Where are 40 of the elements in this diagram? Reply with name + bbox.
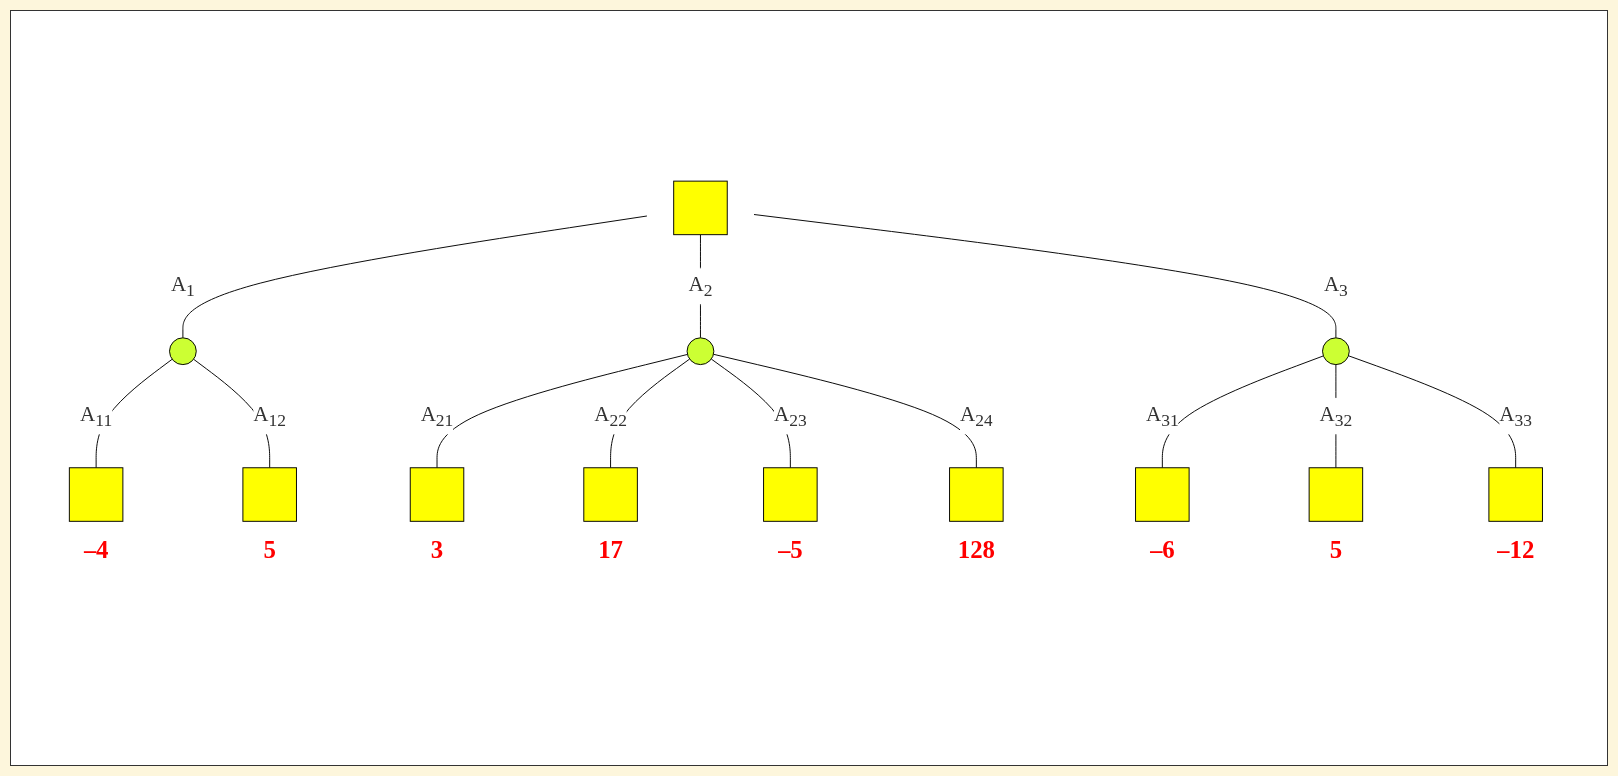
node-box (242, 467, 297, 522)
edge-label: A$_{32}$ (1319, 401, 1353, 430)
node-box (1135, 467, 1190, 522)
edge-label: A$_{2}$ (688, 271, 713, 300)
node-circle (686, 337, 715, 365)
connector (753, 213, 1337, 339)
node-label: –4 (83, 535, 109, 564)
edge-label: A$_{22}$ (594, 401, 627, 430)
edge-label: A$_{1}$ (170, 271, 195, 300)
connector (436, 353, 688, 468)
edge-label: A$_{31}$ (1145, 401, 1179, 430)
edge-label: A$_{23}$ (773, 401, 807, 430)
node-label: –6 (1149, 535, 1175, 564)
node-box (673, 180, 728, 235)
node-circle (169, 337, 197, 365)
edge-label: A$_{24}$ (959, 401, 993, 430)
node-box (409, 467, 465, 522)
node-label: –12 (1497, 535, 1535, 564)
node-box (583, 467, 638, 522)
node-label: –5 (777, 535, 803, 564)
connector (182, 215, 648, 339)
node-label: 5 (1329, 535, 1343, 564)
node-box (949, 467, 1004, 522)
node-circle (1322, 337, 1350, 365)
edge-label: A$_{3}$ (1323, 271, 1348, 300)
node-box (1488, 467, 1543, 522)
connector (1348, 355, 1517, 468)
node-box (68, 467, 124, 522)
edge-label: A$_{11}$ (80, 401, 113, 430)
node-label: 5 (263, 535, 276, 564)
connector (713, 353, 977, 468)
edge-label: A$_{33}$ (1499, 401, 1533, 430)
node-label: 3 (430, 535, 444, 564)
node-box (763, 467, 818, 522)
connector (1161, 355, 1324, 468)
node-label: 128 (957, 535, 995, 564)
edge-label: A$_{21}$ (420, 401, 454, 430)
edge-label: A$_{12}$ (253, 401, 287, 430)
node-box (1308, 467, 1364, 522)
node-label: 17 (598, 535, 624, 564)
